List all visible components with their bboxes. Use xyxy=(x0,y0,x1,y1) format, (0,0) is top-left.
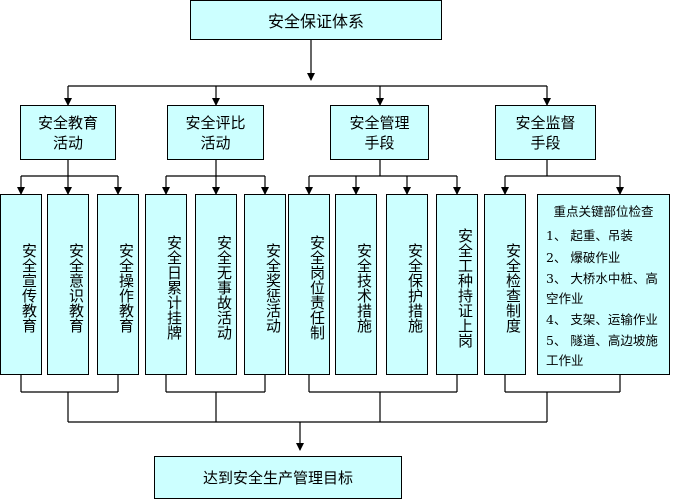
inspection-item: 1、 起重、吊装 xyxy=(546,228,633,243)
leaf-box-certified-workers: 安全工种持证上岗 xyxy=(436,194,478,375)
category-box-supervision: 安全监督 手段 xyxy=(495,105,596,160)
leaf-box-inspection-system: 安全检查制度 xyxy=(484,194,526,375)
title-text: 安全保证体系 xyxy=(267,12,364,31)
leaf-label: 安全岗位责任制 xyxy=(308,235,326,340)
inspection-item: 5、 隧道、高边坡施 工作业 xyxy=(546,333,658,368)
title-box: 安全保证体系 xyxy=(190,0,442,40)
category-label: 安全评比 活动 xyxy=(185,113,246,152)
leaf-box-propaganda-education: 安全宣传教育 xyxy=(0,194,42,375)
leaf-box-technical-measures: 安全技术措施 xyxy=(335,194,377,375)
leaf-label: 安全宣传教育 xyxy=(20,242,38,333)
inspection-title: 重点关键部位检查 xyxy=(553,204,654,219)
goal-box: 达到安全生产管理目标 xyxy=(154,456,402,499)
leaf-box-protection-measures: 安全保护措施 xyxy=(386,194,428,375)
category-label: 安全监督 手段 xyxy=(515,113,576,152)
leaf-box-no-accident-activity: 安全无事故活动 xyxy=(195,194,237,375)
leaf-label: 安全工种持证上岗 xyxy=(456,227,474,348)
category-box-management: 安全管理 手段 xyxy=(330,105,429,160)
leaf-box-operation-education: 安全操作教育 xyxy=(97,194,139,375)
leaf-label: 安全日累计挂牌 xyxy=(165,235,183,340)
leaf-box-reward-punishment: 安全奖惩活动 xyxy=(244,194,286,375)
leaf-label: 安全技术措施 xyxy=(355,242,373,333)
key-inspection-box: 重点关键部位检查 1、 起重、吊装 2、 爆破作业 3、 大桥水中桩、高 空作业… xyxy=(537,194,670,375)
category-box-evaluation: 安全评比 活动 xyxy=(167,105,264,160)
inspection-item: 2、 爆破作业 xyxy=(546,250,621,265)
leaf-box-post-responsibility: 安全岗位责任制 xyxy=(288,194,330,375)
leaf-label: 安全操作教育 xyxy=(117,242,135,333)
leaf-label: 安全意识教育 xyxy=(67,242,85,333)
leaf-label: 安全检查制度 xyxy=(504,242,522,333)
category-label: 安全教育 活动 xyxy=(37,113,98,152)
leaf-label: 安全奖惩活动 xyxy=(264,242,282,333)
inspection-item: 3、 大桥水中桩、高 空作业 xyxy=(546,271,658,306)
leaf-label: 安全保护措施 xyxy=(406,242,424,333)
leaf-box-awareness-education: 安全意识教育 xyxy=(47,194,89,375)
inspection-item: 4、 支架、运输作业 xyxy=(546,312,658,327)
category-label: 安全管理 手段 xyxy=(349,113,410,152)
category-box-education: 安全教育 活动 xyxy=(20,105,116,160)
goal-text: 达到安全生产管理目标 xyxy=(202,469,353,487)
leaf-box-safe-days-placard: 安全日累计挂牌 xyxy=(145,194,187,375)
leaf-label: 安全无事故活动 xyxy=(215,235,233,340)
